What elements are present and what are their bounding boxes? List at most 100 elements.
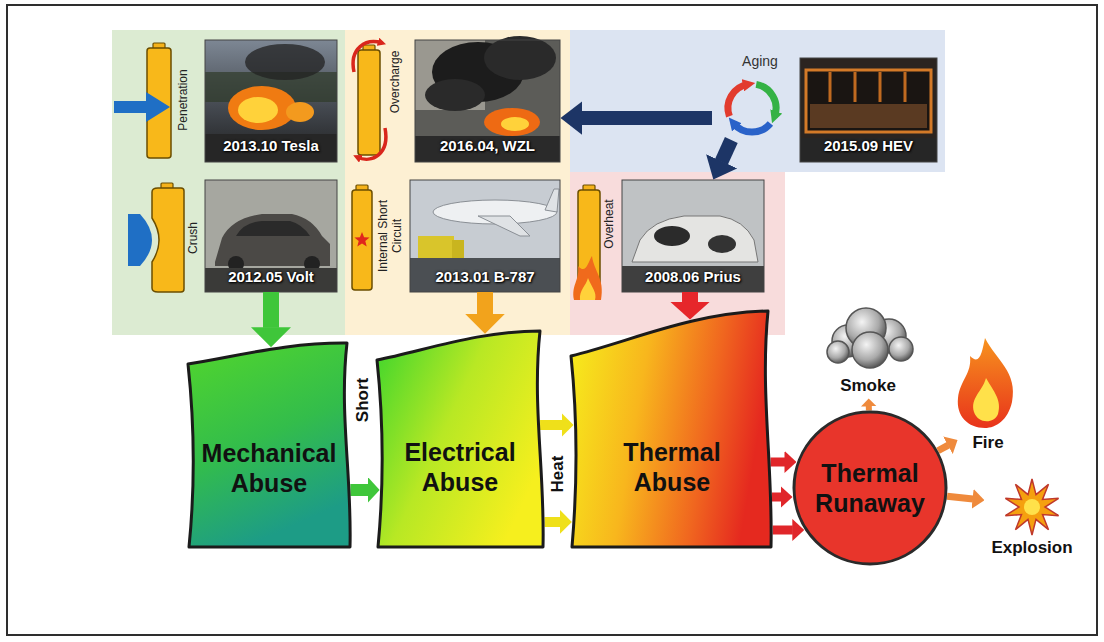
stage-outline — [188, 343, 350, 547]
outcome-icon: Fire — [958, 335, 1020, 455]
text-holder: Explosion — [986, 538, 1078, 558]
overcharge-icon: Overcharge — [348, 40, 406, 162]
photo-tile: 2015.09 HEV — [800, 58, 937, 162]
photo-tile: 2008.06 Prius — [622, 180, 764, 292]
wzl-photo — [415, 36, 560, 162]
fire-flame — [973, 378, 999, 421]
flow-arrow — [263, 292, 279, 328]
smoke-cloud — [827, 341, 849, 363]
text-holder: 2008.06 Prius — [626, 268, 760, 286]
b787-photo — [545, 189, 559, 212]
aging-cycle — [734, 123, 771, 132]
abuse-label: Electrical Abuse — [385, 437, 535, 497]
prius-photo — [622, 266, 764, 292]
smoke-cloud — [852, 332, 888, 368]
prius-photo — [708, 235, 736, 253]
tesla-photo — [228, 86, 296, 130]
prius-photo — [654, 226, 690, 246]
explosion-burst — [1005, 479, 1058, 535]
aging-cycle — [728, 84, 748, 116]
overheat-icon: Overheat — [574, 180, 620, 292]
wzl-photo — [484, 108, 540, 136]
overcharge-battery — [353, 42, 386, 159]
overheat-battery — [580, 278, 596, 300]
abuse-label: Thermal Runaway — [808, 458, 933, 518]
volt-photo — [205, 180, 337, 292]
edge-label: Heat — [548, 453, 568, 496]
text-holder: Heat — [548, 453, 568, 496]
edge-label: Short — [353, 375, 373, 425]
hev-photo — [806, 70, 931, 132]
photo-caption: 2013.10 Tesla — [209, 137, 333, 155]
text-holder: Internal Short Circuit — [377, 199, 405, 273]
text-holder: Short — [353, 375, 373, 425]
flow-arrow — [477, 292, 493, 314]
text-holder: Fire — [960, 433, 1016, 453]
tesla-photo — [286, 102, 314, 122]
flow-arrow — [582, 111, 712, 125]
abuse-stage: Electrical Abuse — [374, 328, 546, 550]
b787-photo — [410, 258, 560, 292]
volt-photo — [205, 268, 337, 292]
frame — [7, 5, 1097, 635]
aging-cycle — [756, 84, 776, 116]
b787-photo — [452, 240, 464, 258]
outcome-icon: Smoke — [822, 298, 914, 398]
outcome-label: Fire — [960, 433, 1016, 453]
prius-photo — [632, 216, 758, 262]
short-circuit-battery — [352, 185, 372, 290]
hev-photo — [800, 138, 937, 162]
prius-photo — [622, 180, 764, 292]
tesla-photo — [205, 134, 337, 162]
photo-tile: 2016.04, WZL — [415, 40, 560, 162]
smoke-cloud — [889, 337, 913, 361]
penetration-battery — [114, 43, 171, 158]
frame — [7, 5, 1097, 635]
flag-outline — [568, 308, 774, 550]
wzl-photo — [415, 40, 560, 162]
overcharge-battery — [353, 42, 382, 72]
hazard-label: Overcharge — [389, 42, 403, 122]
hev-photo — [810, 104, 927, 128]
photo-caption: 2012.05 Volt — [209, 268, 333, 286]
photo-caption: 2016.04, WZL — [419, 137, 556, 155]
explosion-burst — [1005, 479, 1058, 535]
flow-arrow — [721, 140, 731, 162]
text-holder: 2016.04, WZL — [419, 137, 556, 155]
text-holder: Crush — [187, 193, 201, 283]
tesla-photo — [205, 40, 337, 162]
b787-photo — [410, 180, 560, 292]
tesla-photo — [245, 44, 325, 80]
runaway-circle: Thermal Runaway — [792, 410, 948, 566]
crush-battery — [128, 183, 184, 292]
photo-caption: 2013.01 B-787 — [414, 268, 556, 286]
circle-outline — [792, 410, 948, 566]
text-holder: Penetration — [177, 42, 191, 158]
wzl-photo — [501, 117, 529, 131]
text-holder: Mechanical Abuse — [194, 438, 344, 498]
b787-photo — [418, 236, 454, 258]
text-holder: Smoke — [824, 376, 912, 396]
flow-arrow — [682, 292, 698, 302]
overheat-battery — [573, 185, 601, 300]
abuse-label: Mechanical Abuse — [194, 438, 344, 498]
hazard-label: Aging — [725, 53, 795, 70]
abuse-label: Thermal Abuse — [597, 437, 747, 497]
prius-photo — [622, 180, 764, 292]
short-circuit-icon: Internal Short Circuit — [348, 180, 408, 292]
penetration-icon: Penetration — [140, 40, 196, 162]
photo-tile: 2013.10 Tesla — [205, 40, 337, 162]
hev-photo — [800, 58, 937, 162]
text-holder: 2013.01 B-787 — [414, 268, 556, 286]
flow-arrow — [350, 484, 368, 496]
photo-caption: 2008.06 Prius — [626, 268, 760, 286]
abuse-stage: Mechanical Abuse — [185, 340, 353, 550]
hev-photo — [800, 58, 937, 162]
category-band — [345, 30, 570, 335]
smoke-cloud — [827, 308, 913, 368]
hazard-label: Internal Short Circuit — [377, 199, 405, 273]
flow-arrow — [771, 457, 786, 466]
photo-caption: 2015.09 HEV — [804, 137, 933, 155]
